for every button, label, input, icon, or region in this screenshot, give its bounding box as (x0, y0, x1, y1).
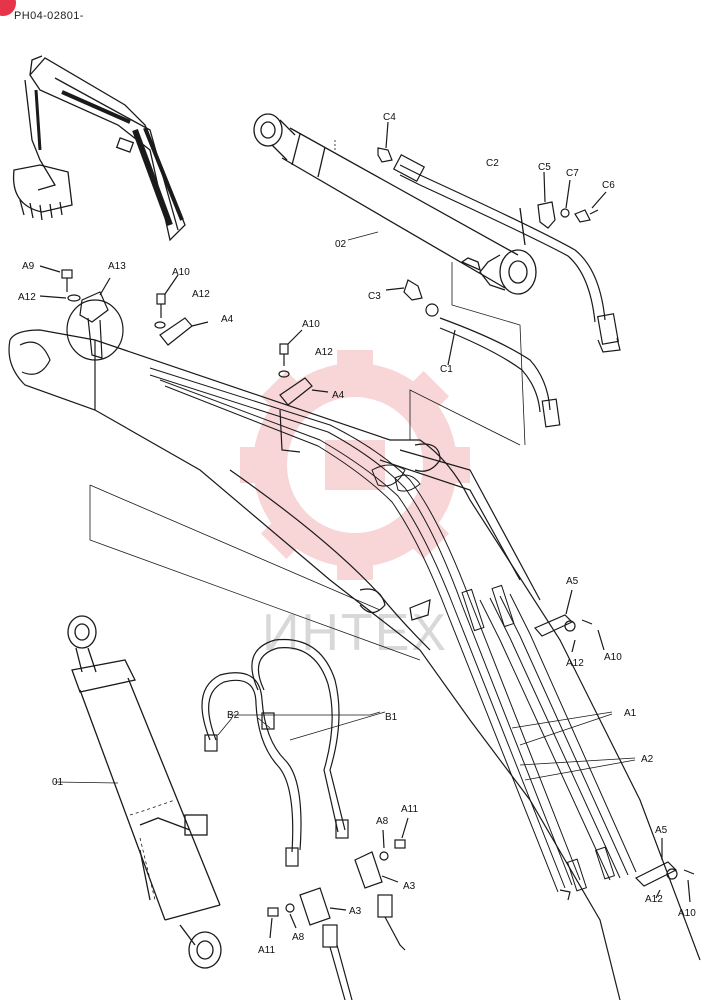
clamp-a3-left (267, 887, 347, 939)
arm-cylinder (253, 113, 537, 295)
callout-a5-a: A5 (566, 576, 579, 587)
callout-c6: C6 (602, 180, 615, 191)
washer-c7 (560, 179, 571, 218)
hoses-b1 (201, 638, 349, 867)
callout-a10-c: A10 (604, 652, 622, 663)
callout-a2: A2 (641, 754, 654, 765)
callout-a5-b: A5 (655, 825, 668, 836)
callout-c4: C4 (383, 112, 396, 123)
callout-a4-b: A4 (332, 390, 345, 401)
callout-a3-a: A3 (349, 906, 362, 917)
hose-c2 (392, 154, 621, 353)
callout-a12-c: A12 (315, 347, 333, 358)
callout-labels: C4 C2 C5 C7 C6 02 C3 C1 A9 A13 A10 A12 A… (18, 112, 696, 956)
watermark-gear-tooth (337, 550, 373, 580)
clamp-a3-right (354, 817, 409, 889)
watermark-gear-tooth (440, 447, 470, 483)
fitting-c4 (377, 121, 393, 163)
callout-c3: C3 (368, 291, 381, 302)
hose-c1 (385, 279, 561, 428)
callout-c2: C2 (486, 158, 499, 169)
boom-cylinder (67, 615, 222, 969)
callout-c5: C5 (538, 162, 551, 173)
callout-a13: A13 (108, 261, 126, 272)
callout-a10-b: A10 (302, 319, 320, 330)
callout-a3-b: A3 (403, 881, 416, 892)
callout-b1: B1 (385, 712, 398, 723)
watermark-gear-tooth (240, 447, 270, 483)
callout-a12-d: A12 (566, 658, 584, 669)
callout-a8-b: A8 (376, 816, 389, 827)
bracket-a13 (66, 277, 124, 361)
clamp-a5-lower (634, 838, 695, 903)
callout-a9: A9 (22, 261, 35, 272)
clamp-a5-upper (534, 589, 605, 653)
bolt-c6 (574, 191, 607, 223)
boom-pipes (149, 367, 637, 893)
boom-structure (8, 329, 701, 1000)
clamp-c5 (537, 171, 556, 229)
washer-a12 (39, 294, 81, 302)
watermark-gear-tooth (260, 512, 308, 560)
callout-a10-d: A10 (678, 908, 696, 919)
callout-a10-a: A10 (172, 267, 190, 278)
watermark-gear-tooth (260, 370, 308, 418)
watermark-gear-icon (240, 350, 470, 580)
clamp-a4-lower (278, 329, 329, 453)
hose-ends-lower (322, 894, 406, 1000)
leader-02 (347, 231, 379, 241)
callout-c1: C1 (440, 364, 453, 375)
watermark-gear-tooth (402, 370, 450, 418)
callout-02: 02 (335, 239, 347, 250)
corner-badge (0, 0, 16, 16)
callout-a12-a: A12 (18, 292, 36, 303)
callout-a1: A1 (624, 708, 637, 719)
callout-a12-b: A12 (192, 289, 210, 300)
callout-c7: C7 (566, 168, 579, 179)
watermark-gear-tooth (337, 350, 373, 380)
callout-01: 01 (52, 777, 64, 788)
bolt-a9 (39, 265, 73, 292)
callout-a4-a: A4 (221, 314, 234, 325)
callout-b2: B2 (227, 710, 240, 721)
document-code: PH04-02801- (14, 10, 84, 22)
excavator-thumbnail (12, 55, 186, 242)
leader-01 (54, 781, 119, 784)
callout-a11-a: A11 (258, 945, 275, 956)
callout-a8-a: A8 (292, 932, 305, 943)
callout-a11-b: A11 (401, 804, 418, 815)
reference-lines (89, 140, 636, 901)
clamp-a4-upper (154, 274, 209, 346)
callout-a12-e: A12 (645, 894, 663, 905)
